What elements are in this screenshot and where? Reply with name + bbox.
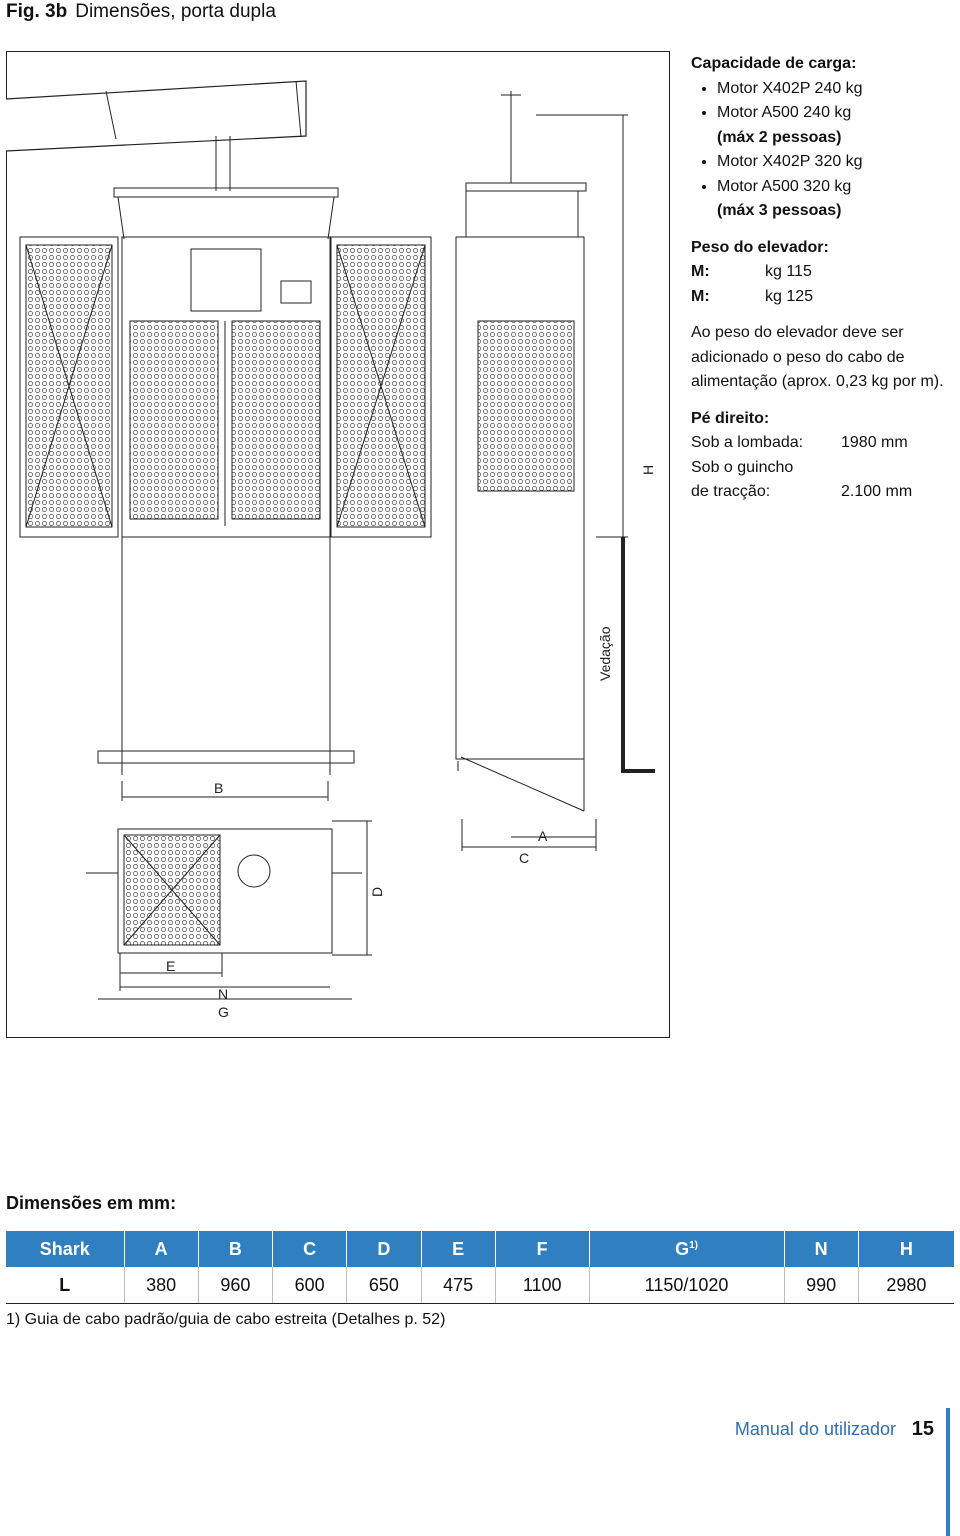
header-cell: E [420,1231,496,1267]
capacity-list: Motor X402P 240 kg Motor A500 240 kg (má… [691,77,959,224]
dimensions-table: Shark A B C D E F G1) N H L 380 960 600 … [6,1231,954,1304]
weight-row: M:kg 125 [691,287,814,305]
plan-view [117,828,333,954]
header-cell: G1) [588,1231,785,1267]
table-cell: 1100 [494,1267,590,1304]
label-d: D [369,887,385,897]
label-c: C [519,850,529,866]
table-cell: 475 [420,1267,496,1304]
table-cell: 380 [123,1267,199,1304]
headroom-row: Sob a lombada:1980 mm [691,434,908,451]
label-a: A [538,828,548,844]
table-row: L 380 960 600 650 475 1100 1150/1020 990… [6,1267,954,1304]
header-cell: D [346,1231,422,1267]
label-vedacao: Vedação [597,626,613,681]
figure-number: Fig. 3b [6,1,68,22]
footer-manual-label: Manual do utilizador [734,1419,896,1439]
drawing-frame [6,51,670,1038]
figure-title: Fig. 3b Dimensões, porta dupla [6,0,276,24]
technical-drawing: H Vedação B A C D E N G [6,80,656,1020]
page-number: 15 [911,1418,934,1440]
label-n: N [218,986,228,1002]
label-g: G [218,1004,229,1020]
capacity-item: Motor X402P 240 kg [717,77,959,102]
table-cell: 960 [197,1267,273,1304]
header-cell: A [123,1231,199,1267]
table-cell: 650 [346,1267,422,1304]
header-cell: N [783,1231,859,1267]
left-door-panel [19,236,119,538]
dimensions-title: Dimensões em mm: [6,1193,177,1213]
headroom-heading: Pé direito: [691,409,770,427]
weight-note: Ao peso do elevador deve ser adicionado … [691,324,944,390]
figure-caption: Dimensões, porta dupla [75,1,276,22]
capacity-item: Motor A500 240 kg [717,101,959,126]
table-cell: 990 [783,1267,859,1304]
capacity-heading: Capacidade de carga: [691,55,857,72]
headroom-row: Sob o guincho [691,458,794,476]
weight-row: M:kg 115 [691,263,812,280]
table-cell: 600 [272,1267,347,1304]
spec-panel: Capacidade de carga: Motor X402P 240 kg … [691,52,959,505]
header-cell: Shark [6,1231,125,1267]
table-footnote: 1) Guia de cabo padrão/guia de cabo estr… [6,1311,446,1328]
right-door-panel [330,236,432,538]
header-cell: F [494,1231,590,1267]
weight-heading: Peso do elevador: [691,238,829,256]
headroom-row: de tracção:2.100 mm [691,483,913,500]
header-cell: B [197,1231,273,1267]
label-e: E [166,958,175,974]
header-cell: H [857,1231,954,1267]
label-h: H [640,465,656,475]
label-b: B [214,780,223,796]
table-cell: L [6,1267,125,1304]
side-view-cage [455,236,585,760]
capacity-item: (máx 2 pessoas) [717,128,842,146]
capacity-item: (máx 3 pessoas) [717,202,842,219]
table-header-row: Shark A B C D E F G1) N H [6,1231,954,1267]
footer-accent-bar [946,1408,950,1536]
capacity-item: Motor A500 320 kg [717,175,959,200]
capacity-item: Motor X402P 320 kg [717,150,959,175]
table-cell: 1150/1020 [588,1267,785,1304]
header-cell: C [272,1231,347,1267]
table-cell: 2980 [857,1267,954,1304]
